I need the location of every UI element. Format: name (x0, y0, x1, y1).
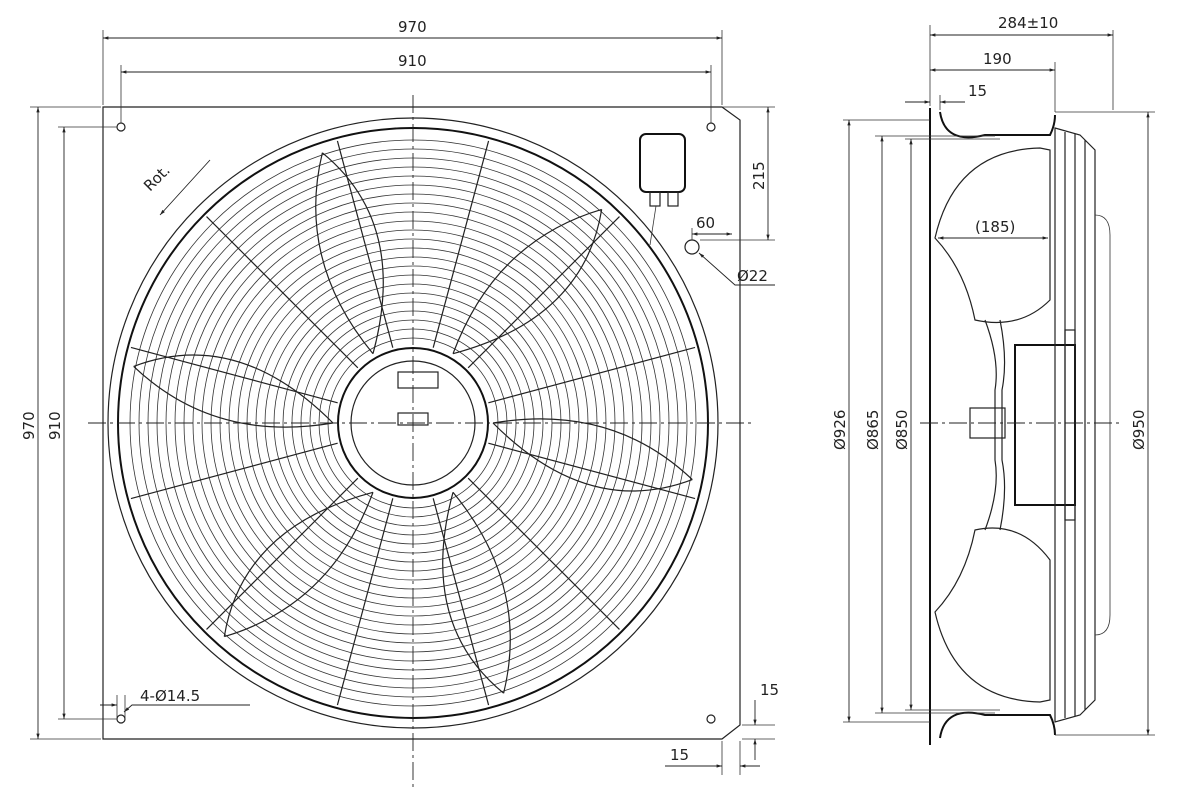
fan-blade (133, 354, 334, 428)
inlet-ring (929, 108, 1056, 745)
dim-865: Ø865 (864, 410, 882, 450)
grille-spoke (467, 477, 620, 630)
dim-926: Ø926 (831, 410, 849, 450)
dim-15-horizontal: 15 (670, 746, 689, 764)
dim-215: 215 (750, 161, 768, 190)
hub-label-plate (397, 371, 439, 389)
fan-blade (452, 208, 603, 355)
grille-spoke (432, 140, 490, 348)
side-view: 284±10 190 15 (185) Ø926 Ø865 Ø850 Ø950 (831, 14, 1155, 745)
dim-15-flange: 15 (968, 82, 987, 100)
mount-hole (116, 122, 126, 132)
dim-15-vertical: 15 (760, 681, 779, 699)
grille-spoke (432, 498, 490, 706)
hub-shaft (969, 407, 1006, 439)
mount-hole (706, 714, 716, 724)
grille-spoke (467, 216, 620, 369)
mount-hole (706, 122, 716, 132)
fan-blade (442, 491, 511, 694)
fan-blade (492, 418, 693, 492)
dim-950: Ø950 (1130, 410, 1148, 450)
dim-284: 284±10 (998, 14, 1058, 32)
dim-910-width: 910 (398, 52, 427, 70)
fan-blade (315, 152, 384, 355)
blade-arm (984, 319, 1006, 531)
grille-spoke (130, 346, 338, 404)
dim-910-height: 910 (46, 411, 64, 440)
cable-gland (649, 191, 661, 207)
motor-flange (1064, 329, 1076, 521)
grille-spoke (206, 216, 359, 369)
blade-bottom (934, 527, 1051, 703)
rotation-label: Rot. (140, 161, 174, 195)
grille-spoke (488, 442, 696, 500)
dim-970-width: 970 (398, 18, 427, 36)
front-view: Rot. 970 910 970 910 215 60 Ø22 4-Ø14. (20, 18, 779, 790)
dim-mount-holes: 4-Ø14.5 (140, 687, 200, 705)
mount-hole (116, 714, 126, 724)
grille-spoke (206, 477, 359, 630)
dim-cable-hole: Ø22 (737, 267, 768, 285)
terminal-box (639, 133, 686, 193)
dim-185: (185) (975, 218, 1015, 236)
cable-gland (667, 191, 679, 207)
side-grille (1054, 127, 1096, 723)
motor (1014, 344, 1076, 506)
fan-blades (133, 152, 693, 694)
grille-frame (1094, 214, 1111, 636)
grille-spoke (336, 140, 394, 348)
grille-spoke (488, 346, 696, 404)
grille-spoke (336, 498, 394, 706)
dim-190: 190 (983, 50, 1012, 68)
fan-blade (223, 491, 374, 638)
dim-970-height: 970 (20, 411, 38, 440)
cable-hole (684, 239, 700, 255)
blade-top (934, 147, 1051, 324)
dim-850: Ø850 (893, 410, 911, 450)
dim-60: 60 (696, 214, 715, 232)
grille-spoke (130, 442, 338, 500)
